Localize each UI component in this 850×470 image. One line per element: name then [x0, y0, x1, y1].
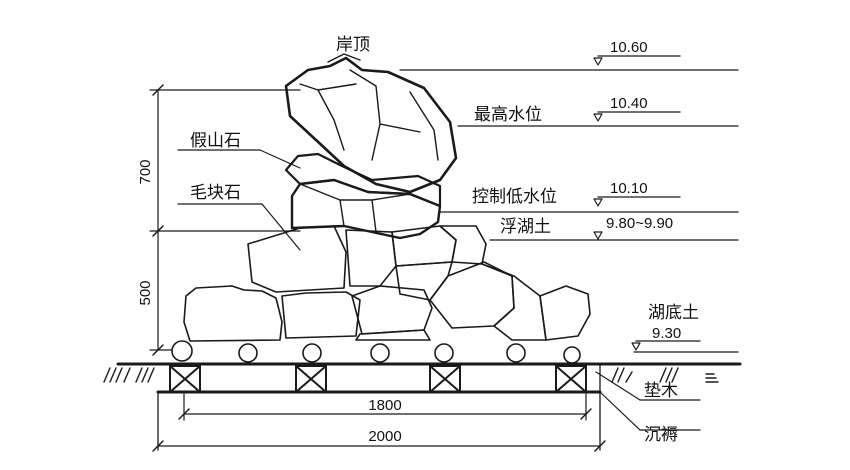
dim-tick	[178, 408, 190, 420]
round-log	[434, 343, 454, 363]
upper-height-dim: 700	[137, 159, 154, 184]
pad-wood-block	[555, 365, 587, 393]
labels: 岸顶 10.60 最高水位 10.40 假山石 毛块石 控制低水位 10.10 …	[190, 35, 699, 445]
block-stone	[439, 225, 487, 265]
dim-tick	[152, 440, 164, 452]
block-stone	[281, 291, 361, 339]
block-stone	[351, 285, 433, 335]
soil-hatching	[103, 367, 719, 383]
pad-wood-blocks	[169, 365, 587, 393]
round-log	[563, 346, 581, 364]
lake-bottom-elevation: 9.30	[652, 325, 681, 342]
pad-width-dim: 1800	[368, 397, 401, 414]
block-stone-label: 毛块石	[190, 183, 241, 203]
rockery-stone-label: 假山石	[190, 131, 241, 151]
round-log	[370, 343, 390, 363]
round-log	[302, 343, 322, 363]
crest-label: 岸顶	[336, 35, 370, 55]
dim-tick	[594, 440, 606, 452]
block-stone	[539, 285, 591, 341]
crest-elevation: 10.60	[610, 39, 648, 56]
control-low-water-elevation: 10.10	[610, 180, 648, 197]
block-stone	[355, 329, 431, 341]
mattress-label: 沉褥	[644, 425, 678, 445]
vertical-dimension: 700 500	[137, 84, 301, 356]
mattress-leader	[599, 391, 641, 431]
dim-tick	[152, 344, 164, 356]
block-stone	[395, 261, 453, 301]
pad-wood-block	[295, 365, 327, 393]
mattress-width-dim: 2000	[368, 428, 401, 445]
floating-soil-label: 浮湖土	[500, 217, 551, 237]
pad-wood-block	[169, 365, 201, 393]
control-low-water-marker	[593, 198, 603, 207]
rockery-mid-stone	[284, 152, 442, 208]
horizontal-dimensions: 1800 2000	[152, 393, 606, 452]
block-stone	[247, 225, 347, 293]
pad-wood-block	[429, 365, 461, 393]
round-logs	[171, 340, 581, 364]
control-low-water-label: 控制低水位	[472, 187, 557, 207]
round-log	[238, 343, 258, 363]
pad-wood-leader	[595, 371, 641, 401]
block-stone	[345, 229, 397, 287]
lake-bottom-soil-label: 湖底土	[648, 303, 699, 323]
round-log	[171, 340, 193, 362]
pad-wood-label: 垫木	[644, 381, 678, 401]
elevation-lines	[399, 55, 739, 353]
floating-soil-elevation: 9.80~9.90	[606, 215, 673, 232]
highest-water-marker	[593, 113, 603, 122]
block-stone-mass	[183, 225, 591, 342]
rockery-top-stone	[284, 56, 458, 194]
block-stone	[481, 263, 547, 341]
floating-soil-marker	[593, 231, 603, 240]
dim-tick	[580, 408, 592, 420]
lower-height-dim: 500	[137, 280, 154, 305]
highest-water-elevation: 10.40	[610, 95, 648, 112]
leader-lines	[177, 149, 701, 431]
dim-tick	[152, 225, 164, 237]
block-stone	[183, 285, 283, 342]
rockery-stone-mass	[284, 53, 458, 240]
round-log	[506, 343, 526, 363]
dim-tick	[152, 84, 164, 96]
lake-bottom-marker	[631, 342, 641, 351]
foundation	[103, 340, 742, 451]
crest-level-marker	[593, 57, 603, 66]
highest-water-label: 最高水位	[474, 105, 542, 125]
